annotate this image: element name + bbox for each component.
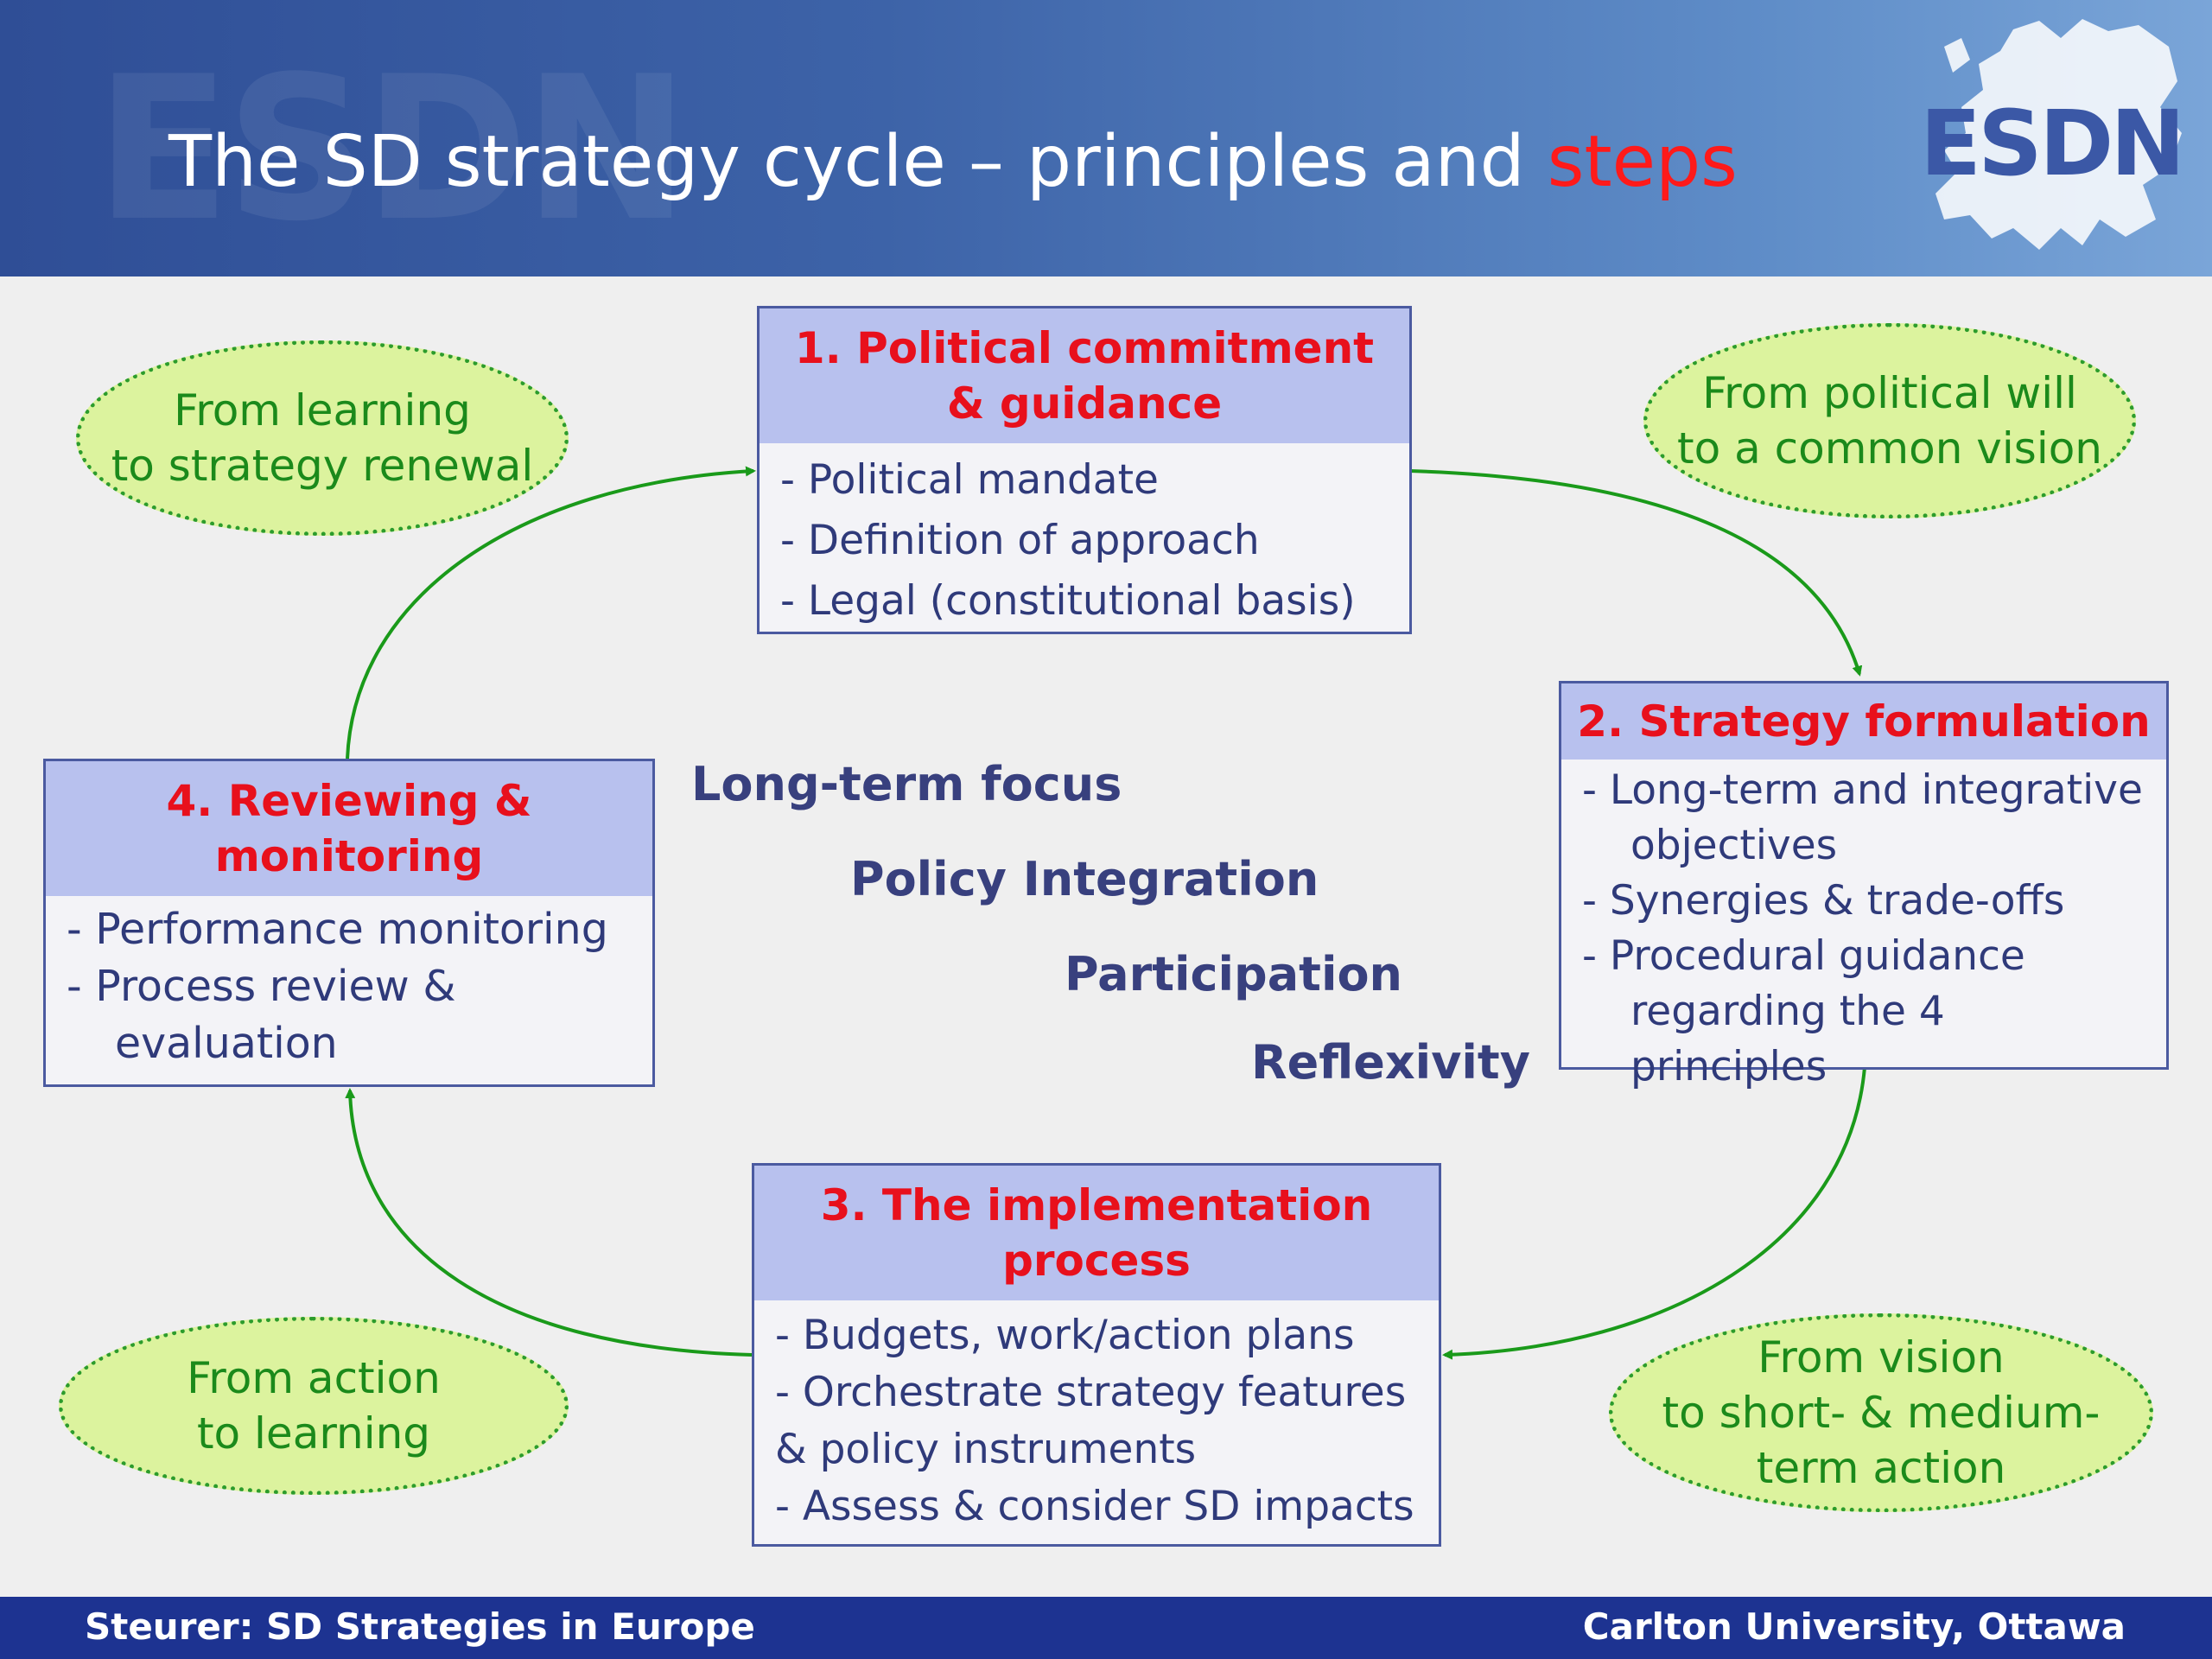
- transition-will-to-vision: From political will to a common vision: [1643, 323, 2136, 518]
- step-1-list: - Political mandate - Definition of appr…: [760, 443, 1409, 632]
- step-1-box: 1. Political commitment & guidance - Pol…: [757, 306, 1412, 634]
- list-item: - Performance monitoring: [67, 905, 608, 954]
- list-item: - Synergies & trade-offs: [1582, 877, 2065, 925]
- principle-long-term-focus: Long-term focus: [691, 757, 1122, 811]
- step-4-box: 4. Reviewing & monitoring - Performance …: [43, 759, 655, 1087]
- transition-learning-to-renewal: From learning to strategy renewal: [76, 340, 569, 536]
- arrow-2-to-3: [1442, 1066, 1866, 1360]
- arrow-3-to-4: [345, 1088, 753, 1357]
- step-3-box: 3. The implementation process - Budgets,…: [752, 1163, 1441, 1547]
- list-item: - Orchestrate strategy features: [775, 1369, 1407, 1416]
- list-item: - Budgets, work/action plans: [775, 1312, 1355, 1359]
- title-accent: steps: [1547, 121, 1738, 203]
- watermark-logo: ESDN: [95, 35, 690, 265]
- footer-venue: Carlton University, Ottawa: [1582, 1605, 2126, 1648]
- principle-policy-integration: Policy Integration: [850, 852, 1319, 906]
- list-item: - Definition of approach: [780, 517, 1260, 564]
- list-item: - Legal (constitutional basis): [780, 577, 1356, 625]
- list-item: - Process review & evaluation: [67, 962, 456, 1068]
- step-3-list: - Budgets, work/action plans - Orchestra…: [754, 1300, 1439, 1535]
- slide-title: The SD strategy cycle – principles and s…: [168, 121, 1738, 203]
- step-4-list: - Performance monitoring - Process revie…: [46, 896, 652, 1072]
- principle-reflexivity: Reflexivity: [1251, 1035, 1530, 1090]
- europe-map-icon: [1936, 19, 2182, 250]
- transition-action-to-learning: From action to learning: [59, 1317, 569, 1495]
- title-banner: ESDN The SD strategy cycle – principles …: [0, 0, 2212, 276]
- esdn-logo: ESDN: [1920, 91, 2185, 196]
- step-3-heading: 3. The implementation process: [754, 1166, 1439, 1300]
- footer-author: Steurer: SD Strategies in Europe: [85, 1605, 755, 1648]
- principle-participation: Participation: [1065, 947, 1402, 1001]
- footer-bar: Steurer: SD Strategies in Europe Carlton…: [0, 1597, 2212, 1659]
- transition-vision-to-action: From vision to short- & medium- term act…: [1609, 1313, 2153, 1512]
- step-2-heading: 2. Strategy formulation: [1561, 683, 2166, 760]
- step-4-heading: 4. Reviewing & monitoring: [46, 761, 652, 896]
- list-item: - Procedural guidance regarding the 4 pr…: [1582, 932, 2025, 1090]
- list-item: & policy instruments: [775, 1426, 1197, 1473]
- list-item: - Assess & consider SD impacts: [775, 1483, 1414, 1530]
- step-1-heading: 1. Political commitment & guidance: [760, 308, 1409, 443]
- step-2-box: 2. Strategy formulation - Long-term and …: [1559, 681, 2169, 1090]
- list-item: - Long-term and integrative objectives: [1582, 766, 2143, 869]
- step-2-list: - Long-term and integrative objectives -…: [1561, 760, 2166, 1095]
- title-main: The SD strategy cycle – principles and: [168, 121, 1548, 203]
- list-item: - Political mandate: [780, 456, 1159, 504]
